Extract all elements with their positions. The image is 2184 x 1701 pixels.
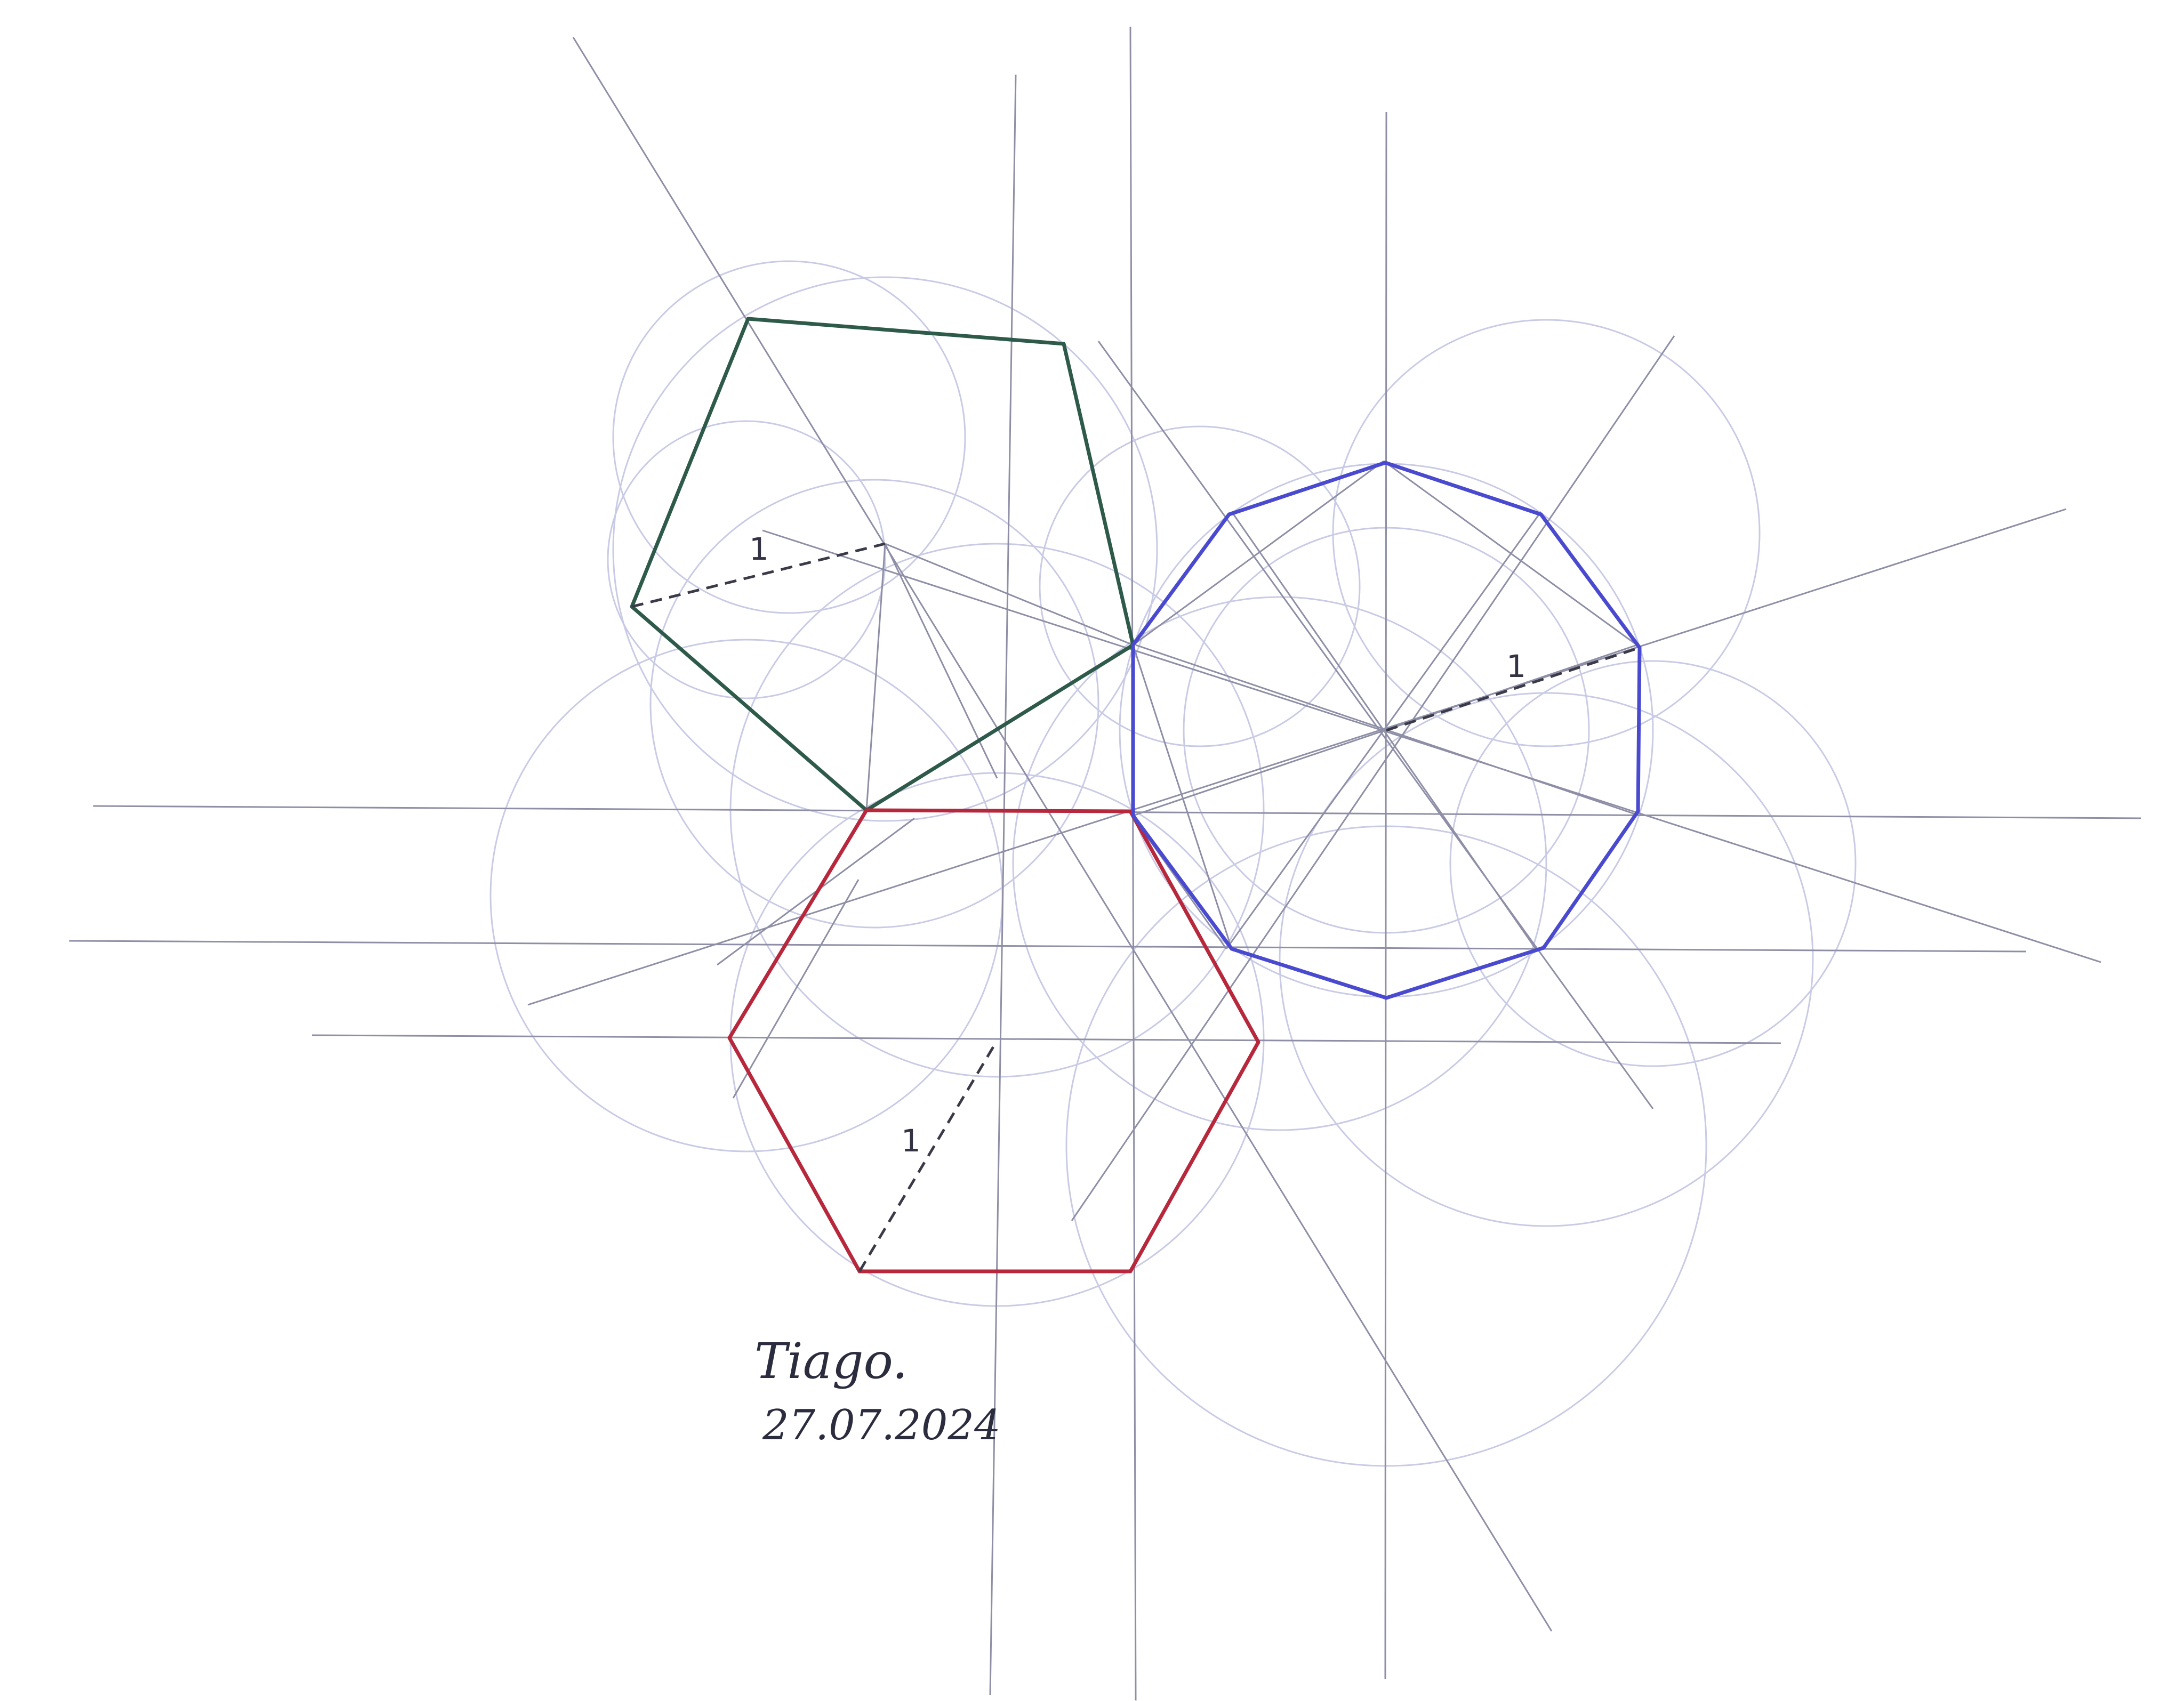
diagonal-guide — [1383, 460, 1637, 646]
diagonal-guide — [762, 529, 2101, 963]
diagonal-guide — [1133, 644, 1637, 817]
pentagon-radius-dashed — [631, 542, 886, 608]
diagonal-guide — [865, 543, 886, 811]
construction-circle — [649, 479, 1099, 929]
construction-circle — [1039, 425, 1361, 747]
horizontal-guide — [311, 1034, 1781, 1044]
diagonal-guide — [1071, 335, 1675, 1221]
hexagon-outline — [727, 808, 1260, 1273]
construction-circle — [607, 420, 886, 699]
pentagon-outline — [630, 317, 1135, 812]
construction-circle — [1449, 660, 1857, 1067]
signature-date: 27.07.2024 — [762, 1401, 1001, 1449]
construction-circle — [612, 276, 1158, 822]
diagonal-guide — [884, 543, 998, 779]
hexagon-radius-dashed — [858, 1039, 999, 1272]
signature-name: Tiago. — [754, 1333, 908, 1390]
construction-circles — [489, 260, 1857, 1467]
vertical-guide — [989, 74, 1017, 1696]
horizontal-guide — [69, 940, 2027, 953]
diagonal-guide — [527, 508, 2067, 1006]
diagonal-guide — [1133, 460, 1384, 646]
construction-lines — [69, 26, 2141, 1701]
pentagon-radius-label: 1 — [749, 531, 769, 567]
construction-circle — [1279, 692, 1814, 1227]
diagonal-guide — [1097, 341, 1654, 1109]
diagonal-guide — [572, 37, 1553, 1632]
construction-circle — [1332, 319, 1761, 747]
construction-circle — [612, 260, 966, 614]
decagon-radius-dashed — [1386, 646, 1640, 732]
vertical-guide — [1384, 111, 1387, 1680]
construction-circle — [1012, 596, 1547, 1131]
vertical-guide — [1129, 26, 1137, 1701]
decagon-outline — [1131, 461, 1642, 1000]
diagonal-guide — [732, 879, 860, 1099]
diagonal-guide — [1132, 644, 1233, 949]
decagon-radius-label: 1 — [1506, 648, 1526, 684]
diagonal-guide — [885, 543, 1134, 646]
hexagon-radius-label: 1 — [901, 1123, 921, 1159]
